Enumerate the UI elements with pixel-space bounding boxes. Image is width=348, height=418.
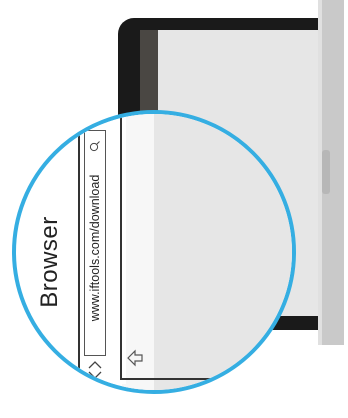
magnified-browser-view: www.iftools.com/download Browser (12, 110, 296, 394)
address-bar-url: www.iftools.com/download (88, 175, 102, 322)
up-down-chevron-icon[interactable] (86, 358, 104, 382)
back-arrow-icon[interactable] (126, 348, 144, 368)
search-icon[interactable] (89, 140, 101, 152)
browser-toolbar-divider (120, 114, 122, 380)
browser-bottom-edge (122, 378, 296, 380)
browser-label: Browser (36, 216, 64, 308)
device-side-button (322, 150, 330, 194)
magnifier-callout: www.iftools.com/download Browser (12, 110, 296, 394)
